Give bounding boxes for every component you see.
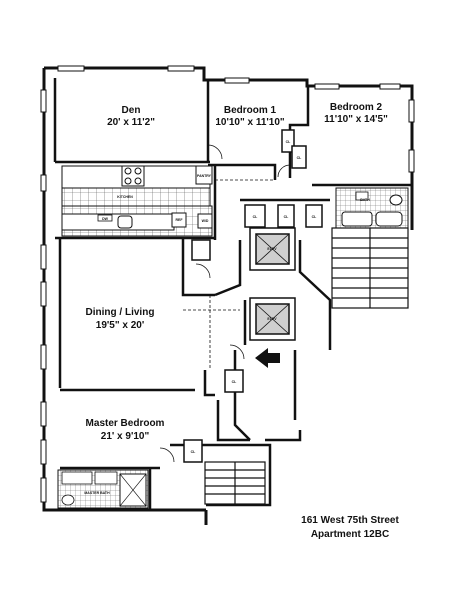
kitchen-label: KITCHEN <box>117 195 133 199</box>
elevator-label: ELEV <box>267 317 277 321</box>
pantry-label: PANTRY <box>197 174 212 178</box>
interior-walls <box>53 78 412 510</box>
windows <box>40 65 415 503</box>
ref-label: REF <box>176 218 184 222</box>
closet-label: CL <box>191 450 197 454</box>
closet-label: CL <box>297 156 303 160</box>
bedroom2-dims: 11'10" x 14'5" <box>324 114 388 125</box>
dining-living-name: Dining / Living <box>86 307 155 318</box>
closet-label: CL <box>253 215 259 219</box>
elevator-label: ELEV <box>267 247 277 251</box>
den-dims: 20' x 11'2" <box>107 117 155 128</box>
entry-arrow <box>255 348 280 368</box>
address-line1: 161 West 75th Street <box>301 515 399 526</box>
bedroom2-name: Bedroom 2 <box>330 102 383 113</box>
closet-labels: CL CL CL CL CL CL CL <box>191 140 318 454</box>
closet-label: CL <box>286 140 292 144</box>
exterior-walls <box>42 66 414 525</box>
bedroom1-name: Bedroom 1 <box>224 105 277 116</box>
stairs-bottom <box>204 461 266 505</box>
bedroom1-dims: 10'10" x 11'10" <box>215 117 285 128</box>
closet-label: CL <box>312 215 318 219</box>
dw-label: DW <box>102 217 109 221</box>
door-swings <box>59 144 291 463</box>
open-passages <box>183 179 275 370</box>
master-bath: MASTER BATH <box>57 469 149 509</box>
den-name: Den <box>122 105 141 116</box>
stairs-right <box>331 227 409 309</box>
master-bath-label: MASTER BATH <box>84 491 110 495</box>
closet-label: CL <box>284 215 290 219</box>
room-labels: Den 20' x 11'2" Bedroom 1 10'10" x 11'10… <box>86 102 389 442</box>
bath: BATH <box>335 187 409 229</box>
master-bedroom-dims: 21' x 9'10" <box>101 431 150 442</box>
wd-label: W/D <box>202 219 209 223</box>
kitchen: KITCHEN PANTRY DW REF W/D <box>61 165 213 237</box>
elevators: ELEV ELEV <box>249 227 296 341</box>
master-bedroom-name: Master Bedroom <box>86 418 165 429</box>
address-line2: Apartment 12BC <box>310 529 390 540</box>
dining-living-dims: 19'5" x 20' <box>96 320 144 331</box>
closet-label: CL <box>232 380 238 384</box>
bath-label: BATH <box>360 198 370 202</box>
closets <box>183 129 323 463</box>
